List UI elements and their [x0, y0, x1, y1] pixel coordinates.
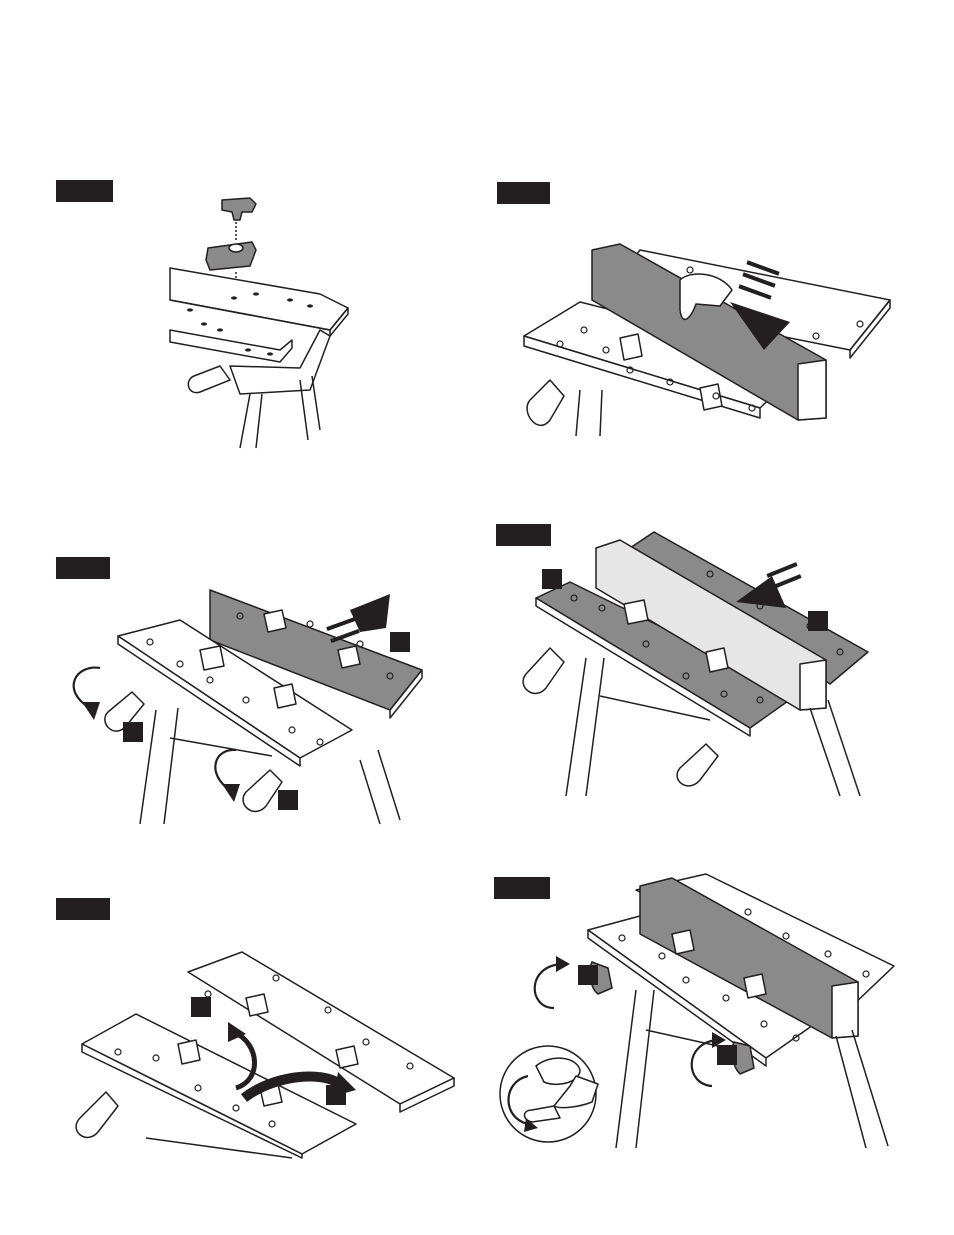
figure-4-illustration	[510, 528, 880, 798]
fig4-callout-a	[542, 569, 562, 589]
figure-3-illustration	[60, 580, 450, 825]
figure-6-illustration	[496, 870, 906, 1150]
fig6-callout-b	[717, 1045, 737, 1065]
figure-2-illustration	[520, 240, 900, 440]
fig3-callout-b	[123, 722, 143, 742]
fig4-callout-b	[808, 611, 828, 631]
figure-2-tag	[497, 182, 550, 204]
fig5-callout-a	[191, 997, 211, 1017]
figure-1-illustration	[160, 190, 360, 450]
fig3-callout-a	[390, 632, 410, 652]
figure-3-tag	[56, 557, 110, 579]
figure-5-illustration	[66, 948, 456, 1158]
fig5-callout-b	[326, 1085, 346, 1105]
fig6-callout-a	[578, 965, 598, 985]
fig3-callout-c	[278, 790, 298, 810]
figure-1-tag	[56, 180, 113, 202]
figure-5-tag	[56, 898, 110, 920]
